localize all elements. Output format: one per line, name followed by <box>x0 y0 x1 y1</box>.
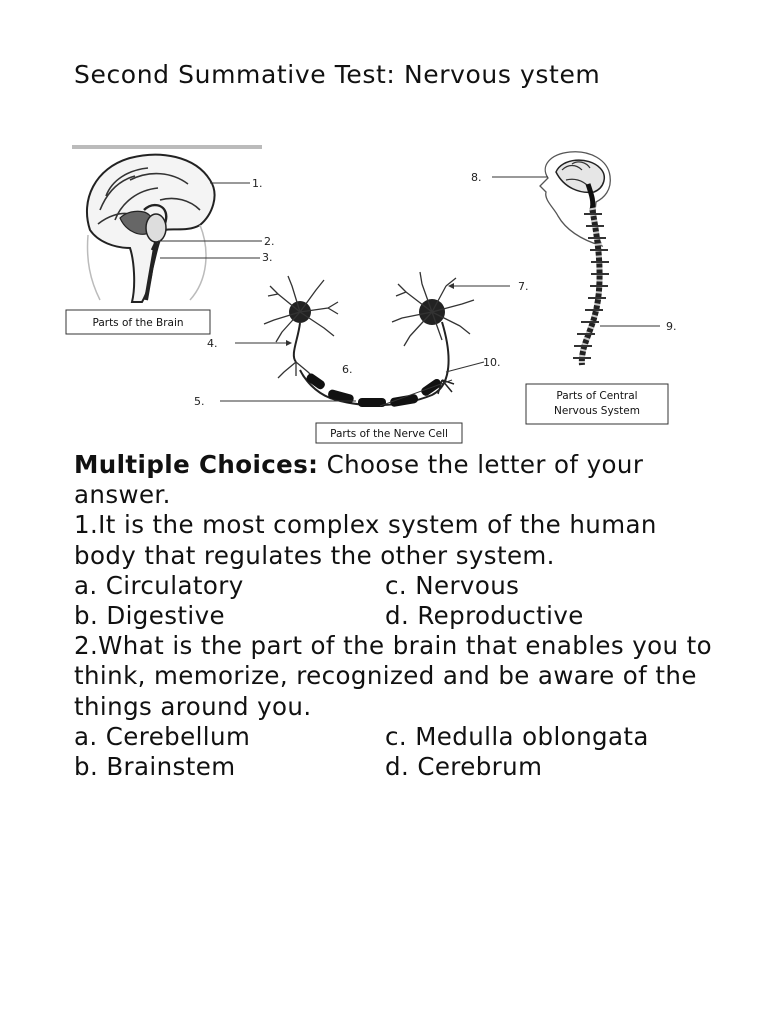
label-2: 2. <box>264 235 275 248</box>
cropped-instruction-line <box>72 145 262 149</box>
question-2-choices-row-2: b. Brainstem d. Cerebrum <box>74 752 714 782</box>
cns-caption-line2: Nervous System <box>554 405 640 417</box>
label-7: 7. <box>518 280 529 293</box>
question-2-choice-b[interactable]: b. Brainstem <box>74 752 236 782</box>
question-2-choices-row-1: a. Cerebellum c. Medulla oblongata <box>74 722 714 752</box>
question-1-text: 1.It is the most complex system of the h… <box>74 510 657 570</box>
label-4: 4. <box>207 337 218 350</box>
question-1-choice-c[interactable]: c. Nervous <box>385 570 520 600</box>
label-3: 3. <box>262 251 273 264</box>
label-1: 1. <box>252 177 263 190</box>
question-2-choice-c[interactable]: c. Medulla oblongata <box>385 721 649 751</box>
instructions-text: Choose the letter of your answer. <box>74 450 644 510</box>
question-1-choices-row-2: b. Digestive d. Reproductive <box>74 601 714 631</box>
cns-caption-box <box>525 383 669 425</box>
question-1-choice-d[interactable]: d. Reproductive <box>385 601 584 631</box>
nerve-cell-caption-box <box>315 422 463 444</box>
question-2-choice-a[interactable]: a. Cerebellum <box>74 721 251 751</box>
label-8: 8. <box>471 171 482 184</box>
page-title: Second Summative Test: Nervous ystem <box>74 60 601 89</box>
label-10: 10. <box>483 356 501 369</box>
nerve-cell-illustration <box>263 271 475 407</box>
question-2-text: 2.What is the part of the brain that ena… <box>74 631 713 721</box>
question-2-choice-d[interactable]: d. Cerebrum <box>385 752 543 782</box>
instructions: Multiple Choices: Choose the letter of y… <box>74 450 714 510</box>
label-6: 6. <box>342 363 353 376</box>
question-1-choice-b[interactable]: b. Digestive <box>74 601 225 631</box>
cns-illustration <box>539 151 611 366</box>
question-1-choices-row-1: a. Circulatory c. Nervous <box>74 571 714 601</box>
nervous-system-diagram: 1. 2. 3. Parts of the Brain <box>60 140 690 450</box>
brain-illustration <box>85 153 216 303</box>
nerve-cell-caption: Parts of the Nerve Cell <box>330 428 448 440</box>
brain-caption: Parts of the Brain <box>92 317 183 329</box>
cns-caption-line1: Parts of Central <box>556 390 637 402</box>
quiz-content: Multiple Choices: Choose the letter of y… <box>74 450 714 782</box>
question-1-choice-a[interactable]: a. Circulatory <box>74 570 244 600</box>
instructions-label: Multiple Choices: <box>74 450 319 479</box>
label-9: 9. <box>666 320 677 333</box>
brain-caption-box <box>65 309 211 335</box>
label-5: 5. <box>194 395 205 408</box>
